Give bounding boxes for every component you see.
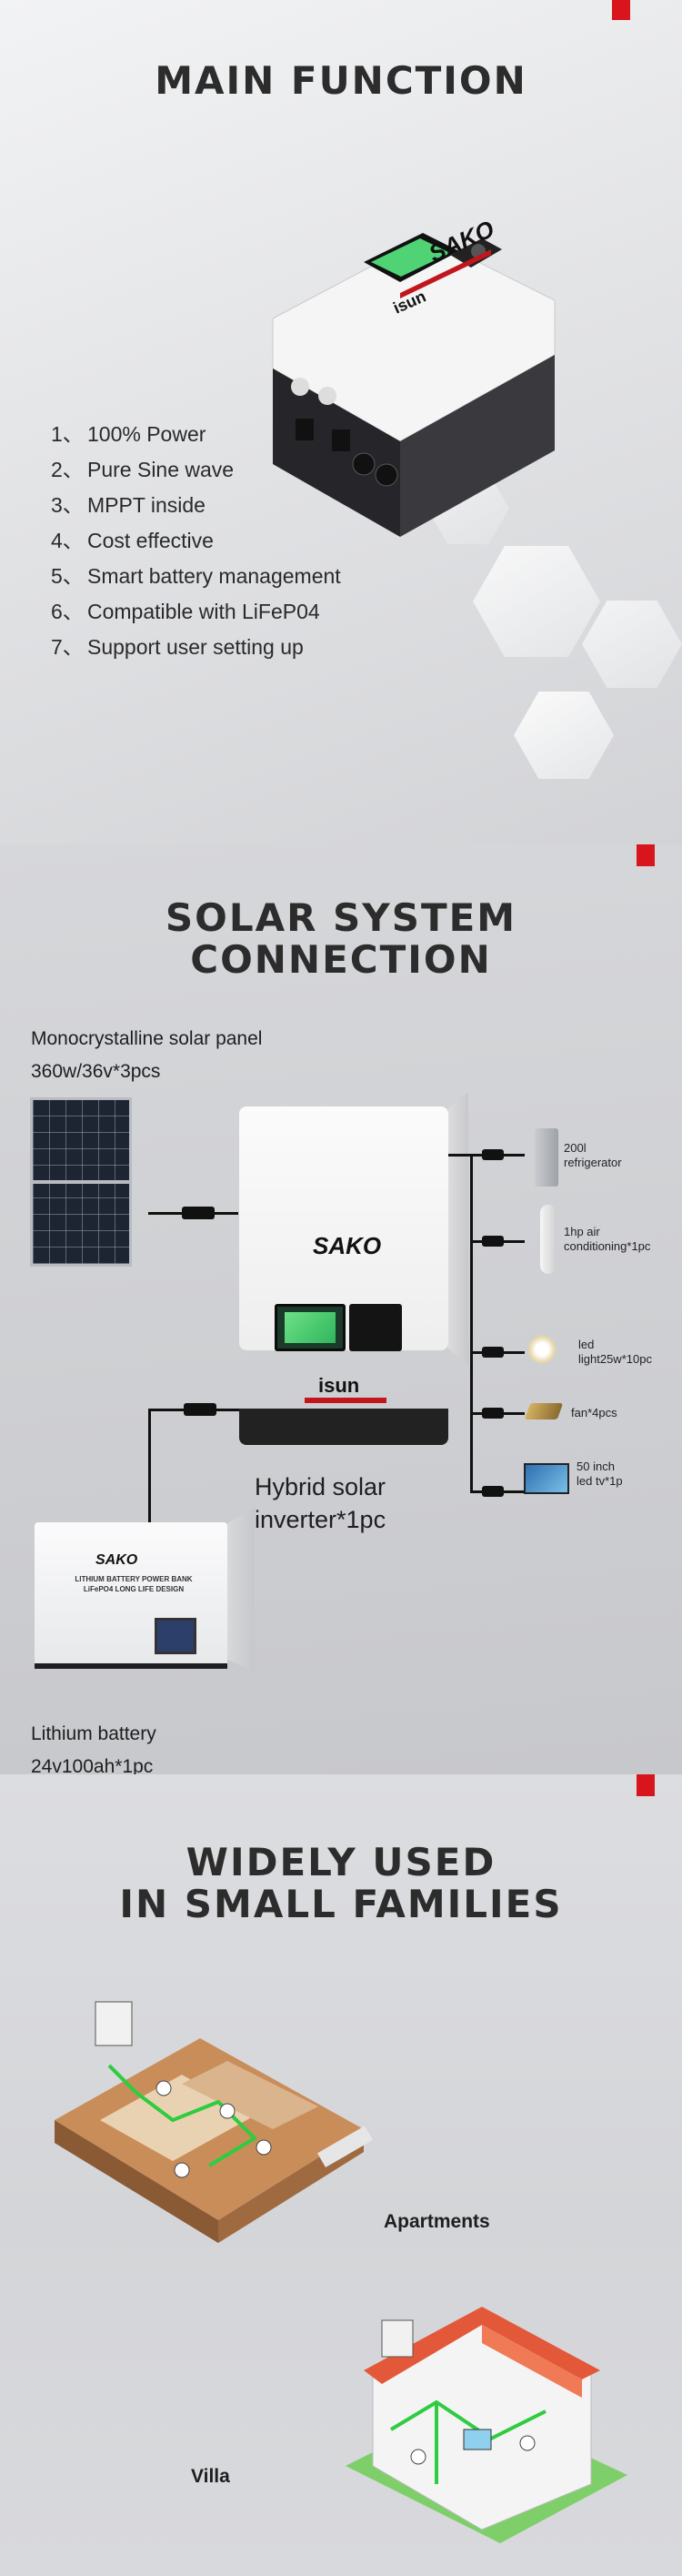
battery-text: LITHIUM BATTERY POWER BANK LiFePO4 LONG … — [75, 1575, 193, 1593]
hex-decoration — [582, 601, 682, 688]
refrigerator-icon — [535, 1128, 558, 1187]
hex-decoration — [473, 546, 600, 657]
feature-list: 1、100% Power 2、Pure Sine wave 3、MPPT ins… — [51, 417, 341, 665]
inverter-lcd — [275, 1304, 346, 1351]
red-corner-mark — [637, 1774, 655, 1796]
inverter-product-image — [272, 233, 556, 537]
fan-icon — [524, 1403, 564, 1419]
brand-logo: SAKO — [313, 1232, 382, 1259]
feature-item: 7、Support user setting up — [51, 635, 304, 659]
hex-decoration — [514, 692, 614, 779]
solar-panel-label: Monocrystalline solar panel 360w/36v*3pc… — [31, 1028, 263, 1082]
section-title: WIDELY USED IN SMALL FAMILIES — [119, 1840, 563, 1927]
section-title: MAIN FUNCTION — [155, 58, 527, 103]
sub-brand-logo: isun — [318, 1374, 360, 1397]
section-title: SOLAR SYSTEM CONNECTION — [165, 895, 517, 983]
battery-display — [155, 1618, 196, 1654]
lithium-battery-image — [35, 1522, 227, 1668]
output-cable — [448, 1154, 470, 1157]
battery-connector — [184, 1403, 216, 1416]
inverter-buttons — [349, 1304, 402, 1351]
battery-cable — [148, 1409, 151, 1563]
apartment-illustration — [55, 2001, 373, 2243]
inverter-label: Hybrid solar inverter*1pc — [255, 1473, 386, 1533]
villa-illustration — [346, 2307, 627, 2543]
apartments-label: Apartments — [384, 2211, 490, 2232]
battery-label: Lithium battery 24v100ah*1pc — [31, 1723, 156, 1774]
air-conditioner-icon — [540, 1205, 557, 1274]
families-section: WIDELY USED IN SMALL FAMILIES Apartments… — [0, 1774, 682, 2576]
villa-label: Villa — [191, 2466, 230, 2487]
battery-brand-logo: SAKO — [95, 1552, 138, 1568]
feature-item: 1、100% Power — [51, 422, 206, 446]
feature-item: 6、Compatible with LiFeP04 — [51, 600, 320, 623]
tv-icon — [524, 1463, 569, 1494]
solar-system-section: SOLAR SYSTEM CONNECTION Monocrystalline … — [0, 844, 682, 1774]
feature-item: 4、Cost effective — [51, 529, 214, 552]
red-corner-mark — [612, 0, 630, 20]
device-label: fan*4pcs — [571, 1406, 617, 1419]
panel-cable — [148, 1212, 203, 1215]
feature-item: 5、Smart battery management — [51, 564, 341, 588]
led-light-icon — [527, 1334, 557, 1365]
panel-connector — [182, 1207, 215, 1219]
feature-item: 3、MPPT inside — [51, 493, 206, 517]
main-function-section: MAIN FUNCTION SAKO isun 1、100% Power 2、P… — [0, 0, 682, 844]
red-corner-mark — [637, 844, 655, 866]
feature-item: 2、Pure Sine wave — [51, 458, 235, 481]
solar-panel-image — [30, 1097, 132, 1267]
